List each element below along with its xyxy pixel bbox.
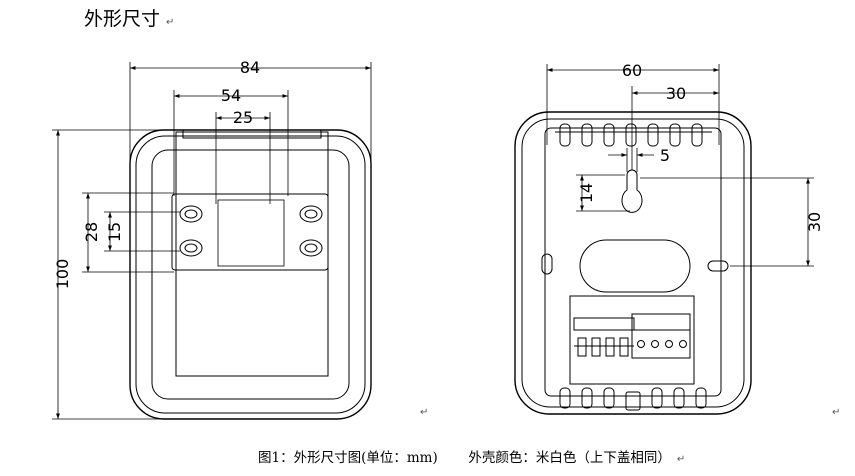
mounting-hole-left <box>541 253 553 275</box>
terminal-screw <box>179 239 203 257</box>
dim-label-height: 100 <box>53 259 72 290</box>
front-top-lip <box>182 129 322 139</box>
front-inner-bezel <box>151 149 350 400</box>
terminal-screw <box>299 205 323 223</box>
terminal-screw <box>179 205 203 223</box>
paragraph-mark: ↵ <box>166 17 175 28</box>
mounting-hole-right <box>707 260 729 272</box>
keyhole-slot <box>621 169 643 213</box>
dim-label-terminal-spacing: 25 <box>233 108 253 127</box>
back-view <box>514 111 752 415</box>
dim-label-width: 84 <box>240 58 260 77</box>
back-dimensions <box>546 64 814 267</box>
paragraph-mark: ↵ <box>420 407 429 418</box>
front-shell-edge <box>135 135 366 414</box>
dim-label-hole-spacing: 30 <box>805 212 824 232</box>
front-dimension-labels: 84 54 25 100 28 15 <box>53 58 260 289</box>
back-shell-edge <box>521 118 745 408</box>
back-outer-shell <box>514 111 752 415</box>
bottom-clip-slots <box>559 387 707 411</box>
dim-label-hole-offset: 30 <box>666 84 686 103</box>
terminal-screw <box>299 239 323 257</box>
dim-label-slot-width: 5 <box>660 146 670 165</box>
caption-shell-color: 外壳颜色：米白色（上下盖相同） <box>468 450 671 466</box>
back-dimension-labels: 60 30 5 14 30 <box>577 61 824 232</box>
dim-label-window-height: 28 <box>82 222 101 242</box>
dim-label-terminal-pitch: 15 <box>105 222 124 242</box>
dim-label-slot-height: 14 <box>577 183 596 203</box>
paragraph-mark: ↵ <box>832 407 841 418</box>
paragraph-mark: ↵ <box>676 454 686 465</box>
dim-label-window-width: 54 <box>221 86 241 105</box>
caption-figure-title: 图1：外形尺寸图(单位：mm) <box>258 450 438 466</box>
front-dimensions <box>52 62 372 420</box>
terminal-window <box>171 193 329 271</box>
terminal-window-inner <box>217 199 285 267</box>
cable-cutout <box>579 239 691 293</box>
section-heading: 外形尺寸 ↵ <box>84 4 174 31</box>
top-clip-slots <box>555 123 712 147</box>
front-view <box>129 129 372 420</box>
terminal-block <box>569 295 695 385</box>
heading-text: 外形尺寸 <box>84 8 161 30</box>
figure-caption: 图1：外形尺寸图(单位：mm) 外壳颜色：米白色（上下盖相同） ↵ <box>258 446 685 466</box>
dim-label-back-width: 60 <box>622 61 642 80</box>
back-inner-frame <box>544 127 722 397</box>
